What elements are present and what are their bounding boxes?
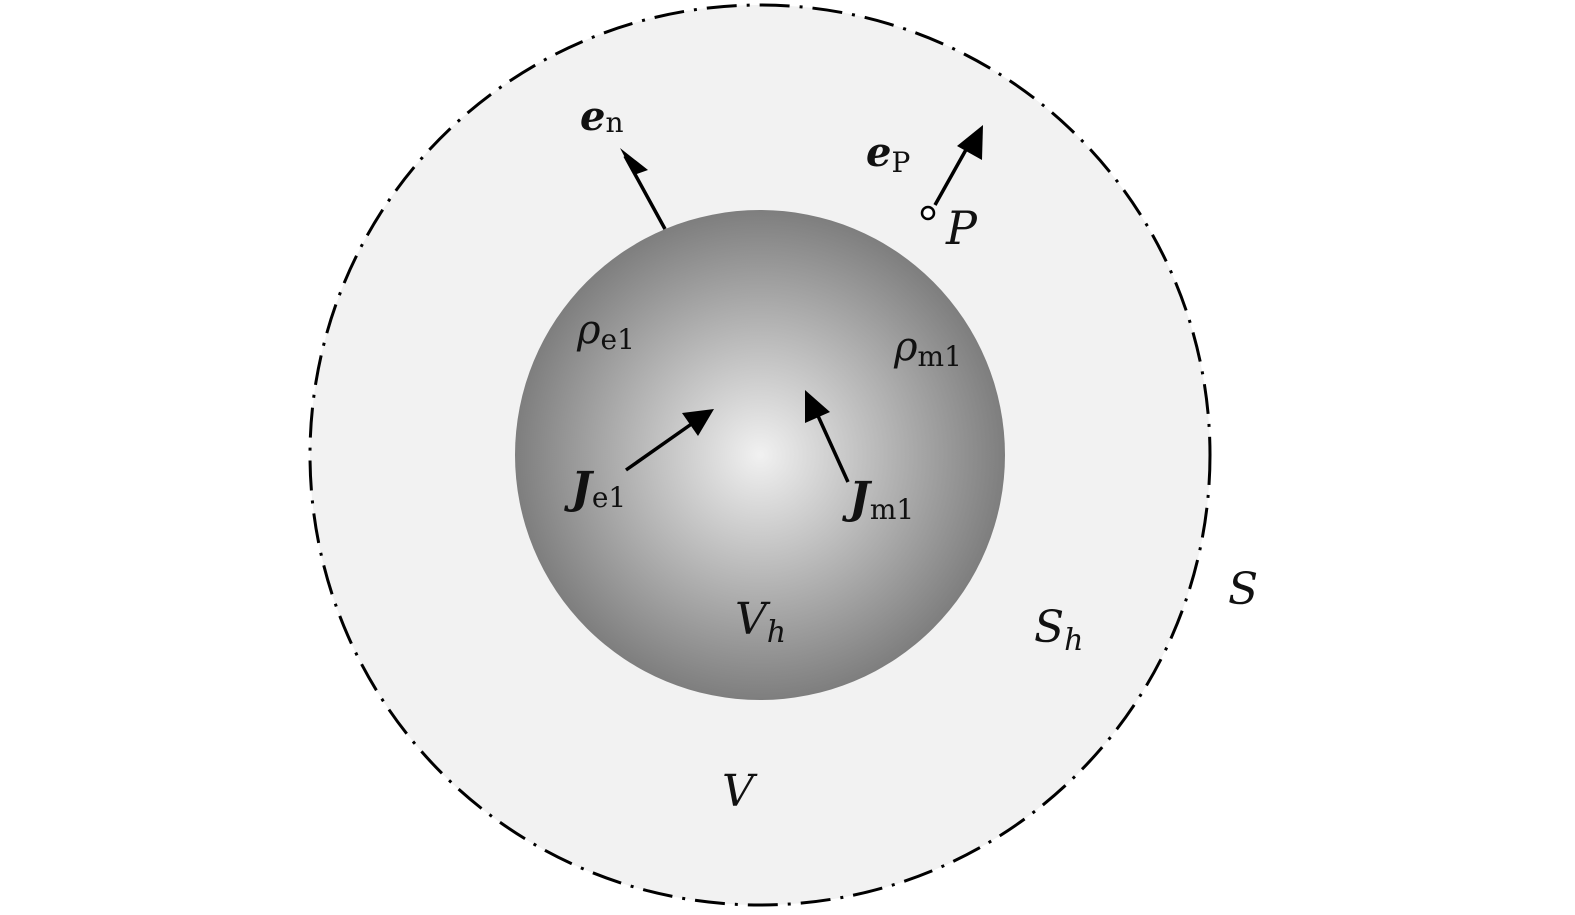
point-p-marker bbox=[920, 205, 936, 221]
ep-vector-arrowhead bbox=[957, 125, 983, 160]
normal-vector-arrowhead bbox=[620, 148, 648, 175]
jm1-arrow bbox=[812, 406, 850, 483]
label-s: S bbox=[1228, 564, 1258, 615]
je1-arrow bbox=[624, 416, 702, 472]
jm1-arrowhead bbox=[805, 390, 830, 423]
label-rho-m1: ρm1 bbox=[893, 324, 962, 373]
label-sh: Sh bbox=[1034, 602, 1083, 658]
label-point-p: P bbox=[945, 201, 978, 255]
je1-arrowhead bbox=[682, 409, 714, 436]
label-vh: Vh bbox=[735, 594, 786, 650]
label-ep: eP bbox=[866, 129, 910, 179]
label-v: V bbox=[722, 766, 758, 817]
inner-sphere-vh bbox=[515, 210, 1005, 700]
label-en: en bbox=[580, 93, 624, 140]
label-rho-e1: ρe1 bbox=[576, 307, 635, 356]
